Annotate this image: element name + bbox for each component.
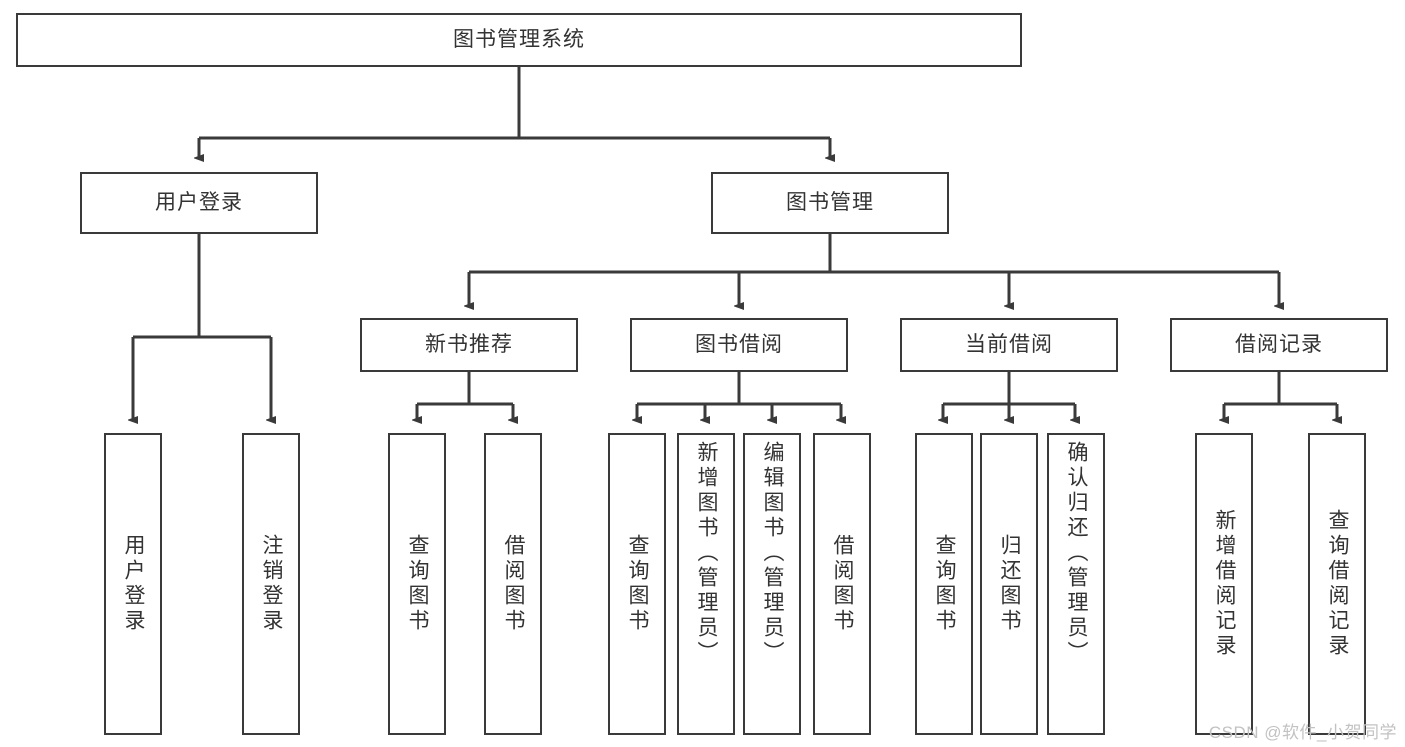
node-user-login[interactable]: 用户登录 [80, 172, 318, 234]
node-book-management[interactable]: 图书管理 [711, 172, 949, 234]
leaf-currentborrow-return-book[interactable]: 归还图书 [980, 433, 1038, 735]
node-borrow-record[interactable]: 借阅记录 [1170, 318, 1388, 372]
leaf-currentborrow-confirm-return-admin[interactable]: 确认归还（管理员） [1047, 433, 1105, 735]
csdn-watermark: CSDN @软件_小贺同学 [1208, 723, 1397, 742]
leaf-bookborrow-query-book[interactable]: 查询图书 [608, 433, 666, 735]
node-new-book-recommend[interactable]: 新书推荐 [360, 318, 578, 372]
leaf-currentborrow-query-book[interactable]: 查询图书 [915, 433, 973, 735]
leaf-newbook-query-book[interactable]: 查询图书 [388, 433, 446, 735]
leaf-bookborrow-borrow-book[interactable]: 借阅图书 [813, 433, 871, 735]
leaf-borrowrecord-add-record[interactable]: 新增借阅记录 [1195, 433, 1253, 735]
node-current-borrow[interactable]: 当前借阅 [900, 318, 1118, 372]
node-root-system[interactable]: 图书管理系统 [16, 13, 1022, 67]
leaf-logout[interactable]: 注销登录 [242, 433, 300, 735]
leaf-newbook-borrow-book[interactable]: 借阅图书 [484, 433, 542, 735]
node-book-borrow[interactable]: 图书借阅 [630, 318, 848, 372]
leaf-borrowrecord-query-record[interactable]: 查询借阅记录 [1308, 433, 1366, 735]
leaf-user-login[interactable]: 用户登录 [104, 433, 162, 735]
leaf-bookborrow-add-book-admin[interactable]: 新增图书（管理员） [677, 433, 735, 735]
leaf-bookborrow-edit-book-admin[interactable]: 编辑图书（管理员） [743, 433, 801, 735]
